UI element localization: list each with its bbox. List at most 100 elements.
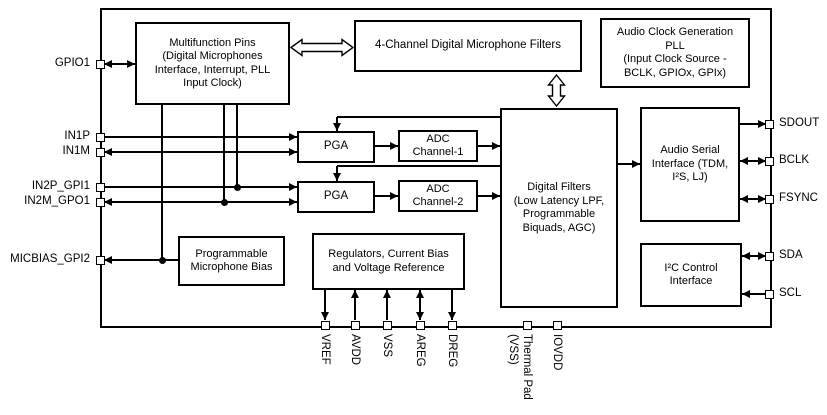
bidirectional-arrow-icon <box>547 74 566 107</box>
pin-label-sda: SDA <box>779 249 803 261</box>
wire <box>354 290 356 320</box>
pin-label-in2p-gpi1: IN2P_GPI1 <box>31 180 90 192</box>
pin-label-scl: SCL <box>779 287 802 299</box>
wire <box>161 105 163 260</box>
pin-vss <box>382 320 392 330</box>
block-adc-channel-2: ADC Channel-2 <box>398 180 478 212</box>
arrowhead <box>390 191 398 200</box>
block-audio-clock-pll: Audio Clock Generation PLL (Input Clock … <box>600 18 750 88</box>
pin-in2p-gpi1 <box>96 182 105 192</box>
junction-dot <box>158 256 166 264</box>
pin-label-dreg: DREG <box>446 334 458 368</box>
arrowhead <box>332 123 341 131</box>
wire <box>337 165 500 167</box>
pin-micbias-gpi2 <box>96 255 105 265</box>
arrowhead <box>104 59 112 68</box>
pin-in1p <box>96 132 105 142</box>
block-i2c-control-interface: I²C Control Interface <box>640 243 742 307</box>
chip-boundary <box>100 8 772 328</box>
wire <box>104 63 135 65</box>
block-adc-channel-1: ADC Channel-1 <box>398 130 478 162</box>
arrowhead <box>740 156 748 165</box>
pin-label-gpio1: GPIO1 <box>54 57 90 69</box>
arrowhead <box>350 290 359 298</box>
arrowhead <box>289 197 297 206</box>
wire <box>742 293 766 295</box>
wire <box>104 259 178 261</box>
pin-vref <box>320 320 330 330</box>
pin-label-areg: AREG <box>414 334 426 367</box>
pin-gpio1 <box>96 59 105 69</box>
pin-areg <box>415 320 425 330</box>
wire <box>740 160 766 162</box>
wire <box>386 290 388 320</box>
pin-sdout <box>765 119 774 129</box>
bidirectional-arrow-icon <box>290 38 354 57</box>
wire <box>337 116 500 118</box>
block-pga-1: PGA <box>297 131 375 163</box>
pin-avdd <box>350 320 360 330</box>
pin-in2m-gpo1 <box>96 197 105 207</box>
arrowhead <box>104 255 112 264</box>
wire <box>451 290 453 320</box>
block-programmable-mic-bias: Programmable Microphone Bias <box>178 236 285 286</box>
wire <box>104 136 297 138</box>
arrowhead <box>127 59 135 68</box>
arrowhead <box>758 119 766 128</box>
arrowhead <box>289 147 297 156</box>
pin-label-thermal-pad-vss: Thermal Pad (VSS) <box>507 334 533 400</box>
wire <box>324 290 326 320</box>
arrowhead <box>415 290 424 298</box>
block-regulators: Regulators, Current Bias and Voltage Ref… <box>312 233 465 290</box>
arrowhead <box>492 141 500 150</box>
block-audio-serial-interface: Audio Serial Interface (TDM, I²S, LJ) <box>640 107 740 222</box>
pin-label-in1m: IN1M <box>62 145 90 157</box>
pin-label-vss: VSS <box>381 334 393 358</box>
pin-label-avdd: AVDD <box>349 334 361 366</box>
pin-label-iovdd: IOVDD <box>551 334 563 371</box>
arrowhead <box>758 194 766 203</box>
pin-iovdd <box>552 320 562 330</box>
wire <box>419 290 421 320</box>
block-multifunction-pins: Multifunction Pins (Digital Microphones … <box>135 22 290 105</box>
wire <box>478 145 500 147</box>
pin-dreg <box>447 320 457 330</box>
arrowhead <box>632 159 640 168</box>
wire <box>375 195 398 197</box>
arrowhead <box>415 312 424 320</box>
wire <box>223 105 225 202</box>
arrowhead <box>104 197 112 206</box>
wire <box>742 255 766 257</box>
pin-in1m <box>96 147 105 157</box>
pin-label-in1p: IN1P <box>64 130 90 142</box>
pin-bclk <box>765 156 774 166</box>
wire <box>740 198 766 200</box>
pin-label-sdout: SDOUT <box>779 117 820 129</box>
wire <box>478 195 500 197</box>
wire <box>104 186 297 188</box>
pin-scl <box>765 289 774 299</box>
pin-label-micbias-gpi2: MICBIAS_GPI2 <box>10 253 90 265</box>
pin-label-fsync: FSYNC <box>779 192 818 204</box>
pin-sda <box>765 251 774 261</box>
arrowhead <box>332 173 341 181</box>
arrowhead <box>289 132 297 141</box>
wire <box>740 123 766 125</box>
arrowhead <box>104 147 112 156</box>
arrowhead <box>289 182 297 191</box>
pin-fsync <box>765 194 774 204</box>
wire <box>104 201 297 203</box>
arrowhead <box>740 194 748 203</box>
arrowhead <box>390 141 398 150</box>
arrowhead <box>742 251 750 260</box>
arrowhead <box>758 251 766 260</box>
wire <box>236 105 238 187</box>
junction-dot <box>233 183 241 191</box>
junction-dot <box>220 198 228 206</box>
pin-label-bclk: BCLK <box>779 154 810 166</box>
pin-thermal-pad-vss <box>522 320 532 330</box>
wire <box>618 163 640 165</box>
pin-label-in2m-gpo1: IN2M_GPO1 <box>24 195 90 207</box>
arrowhead <box>320 312 329 320</box>
